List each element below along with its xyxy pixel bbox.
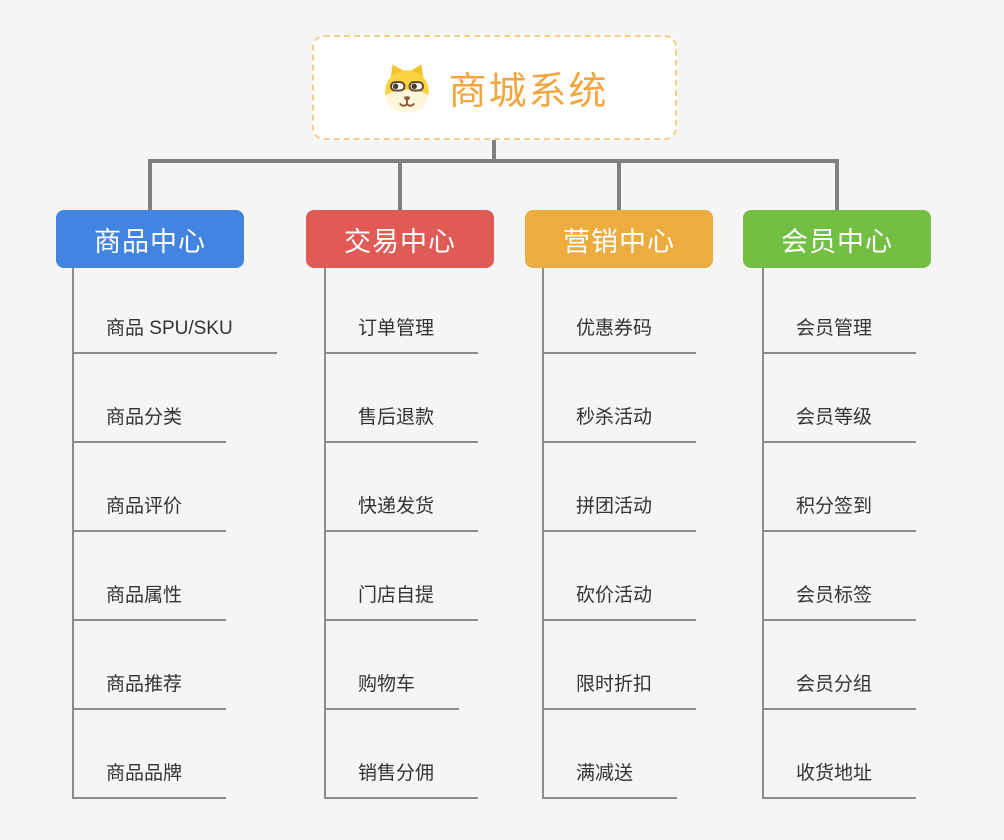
root-title: 商城系统 bbox=[448, 71, 609, 113]
branch-drop-connector bbox=[835, 159, 839, 211]
leaf-node[interactable]: 会员管理 bbox=[764, 316, 917, 354]
leaf-node[interactable]: 商品推荐 bbox=[74, 672, 227, 710]
leaf-node[interactable]: 积分签到 bbox=[764, 494, 917, 532]
branch-bus-connector bbox=[148, 159, 839, 163]
branch-column-product: 商品 SPU/SKU 商品分类 商品评价 商品属性 商品推荐 商品品牌 bbox=[72, 268, 277, 799]
leaf-node[interactable]: 会员分组 bbox=[764, 672, 917, 710]
leaf-node[interactable]: 秒杀活动 bbox=[544, 405, 697, 443]
root-stem-connector bbox=[492, 140, 496, 162]
leaf-node[interactable]: 收货地址 bbox=[764, 761, 917, 799]
branch-column-member: 会员管理 会员等级 积分签到 会员标签 会员分组 收货地址 bbox=[762, 268, 917, 799]
leaf-node[interactable]: 快递发货 bbox=[326, 494, 479, 532]
branch-node-member-center[interactable]: 会员中心 bbox=[743, 210, 931, 268]
leaf-node[interactable]: 门店自提 bbox=[326, 583, 479, 621]
leaf-node[interactable]: 商品品牌 bbox=[74, 761, 227, 799]
leaf-node[interactable]: 砍价活动 bbox=[544, 583, 697, 621]
leaf-node[interactable]: 会员等级 bbox=[764, 405, 917, 443]
leaf-node[interactable]: 购物车 bbox=[326, 672, 460, 710]
branch-drop-connector bbox=[148, 159, 152, 211]
root-node[interactable]: 商城系统 bbox=[312, 35, 677, 140]
leaf-node[interactable]: 销售分佣 bbox=[326, 761, 479, 799]
leaf-node[interactable]: 会员标签 bbox=[764, 583, 917, 621]
leaf-node[interactable]: 优惠券码 bbox=[544, 316, 697, 354]
branch-column-marketing: 优惠券码 秒杀活动 拼团活动 砍价活动 限时折扣 满减送 bbox=[542, 268, 697, 799]
leaf-node[interactable]: 商品 SPU/SKU bbox=[74, 316, 277, 354]
branch-drop-connector bbox=[617, 159, 621, 211]
branch-node-trade-center[interactable]: 交易中心 bbox=[306, 210, 494, 268]
branch-node-marketing-center[interactable]: 营销中心 bbox=[525, 210, 713, 268]
leaf-node[interactable]: 商品属性 bbox=[74, 583, 227, 621]
leaf-node[interactable]: 商品分类 bbox=[74, 405, 227, 443]
leaf-node[interactable]: 拼团活动 bbox=[544, 494, 697, 532]
branch-drop-connector bbox=[398, 159, 402, 211]
branch-column-trade: 订单管理 售后退款 快递发货 门店自提 购物车 销售分佣 bbox=[324, 268, 479, 799]
leaf-node[interactable]: 商品评价 bbox=[74, 494, 227, 532]
branch-node-product-center[interactable]: 商品中心 bbox=[56, 210, 244, 268]
dog-icon bbox=[380, 61, 434, 115]
leaf-node[interactable]: 限时折扣 bbox=[544, 672, 697, 710]
leaf-node[interactable]: 满减送 bbox=[544, 761, 678, 799]
leaf-node[interactable]: 售后退款 bbox=[326, 405, 479, 443]
leaf-node[interactable]: 订单管理 bbox=[326, 316, 479, 354]
